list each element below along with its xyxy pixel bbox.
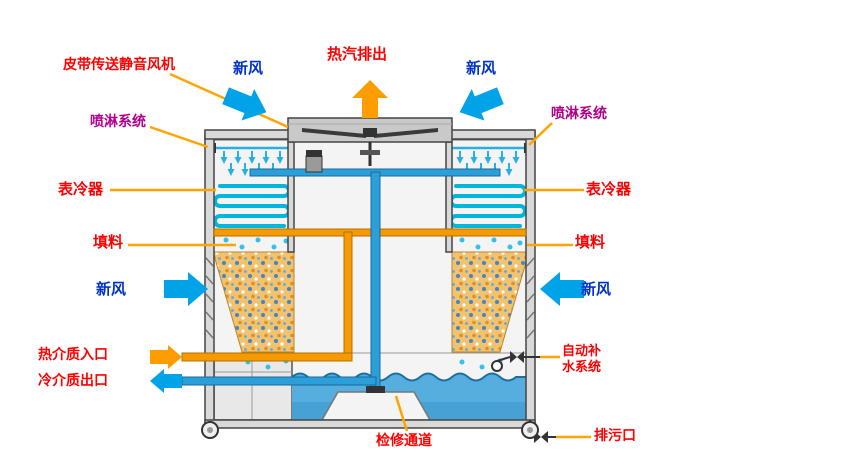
fill-media-right xyxy=(451,251,530,353)
label-cold-outlet: 冷介质出口 xyxy=(38,373,108,389)
pump xyxy=(305,150,323,173)
label-fill-left: 填料 xyxy=(93,233,124,251)
label-drain: 排污口 xyxy=(594,428,636,444)
label-spray-left: 喷淋系统 xyxy=(90,114,146,130)
access-channel-shape xyxy=(320,391,432,421)
fan-blade-right xyxy=(374,128,438,138)
cold-outlet-pipe xyxy=(181,376,377,386)
label-fresh-air-mid-right: 新风 xyxy=(581,280,612,298)
piping xyxy=(181,168,527,393)
label-spray-right: 喷淋系统 xyxy=(551,106,607,122)
pipe-chamber xyxy=(213,353,293,421)
wheels xyxy=(201,421,539,439)
label-fresh-air-top-left: 新风 xyxy=(233,59,264,77)
label-auto-water: 自动补 水系统 xyxy=(562,344,601,377)
fresh-air-arrow-top-right xyxy=(453,79,507,129)
exhaust-arrow xyxy=(352,80,388,118)
label-hot-inlet: 热介质入口 xyxy=(38,347,108,363)
fill-media-left xyxy=(212,251,295,353)
water-droplets xyxy=(223,237,523,370)
fan-assembly xyxy=(287,117,453,166)
fresh-air-arrow-mid-right xyxy=(540,272,584,306)
fan-hub xyxy=(363,128,377,137)
cold-riser-pipe xyxy=(370,171,381,391)
hot-inlet-arrow xyxy=(150,345,182,369)
hot-inlet-pipe xyxy=(181,352,353,362)
louvers xyxy=(205,257,535,339)
label-fresh-air-mid-left: 新风 xyxy=(96,280,127,298)
fresh-air-arrow-mid-left xyxy=(164,272,208,306)
label-cooler-left: 表冷器 xyxy=(58,180,104,198)
hot-header-pipe xyxy=(213,228,527,237)
label-fan-belt: 皮带传送静音风机 xyxy=(63,57,175,73)
float-valve xyxy=(491,351,540,372)
belt-pulley xyxy=(360,150,380,155)
label-fresh-air-top-right: 新风 xyxy=(466,59,497,77)
fresh-air-arrow-top-left xyxy=(219,79,273,129)
pipe-collar xyxy=(366,386,385,393)
fan-blade-left xyxy=(302,128,366,138)
label-cooler-right: 表冷器 xyxy=(586,180,632,198)
cold-outlet-arrow xyxy=(150,369,182,393)
label-exhaust: 热汽排出 xyxy=(327,45,388,63)
label-fill-right: 填料 xyxy=(575,233,606,251)
label-auto-water-line2: 水系统 xyxy=(562,360,602,376)
hot-riser-pipe xyxy=(343,231,353,360)
label-auto-water-line1: 自动补 xyxy=(562,344,602,359)
label-access-channel: 检修通道 xyxy=(376,433,432,449)
